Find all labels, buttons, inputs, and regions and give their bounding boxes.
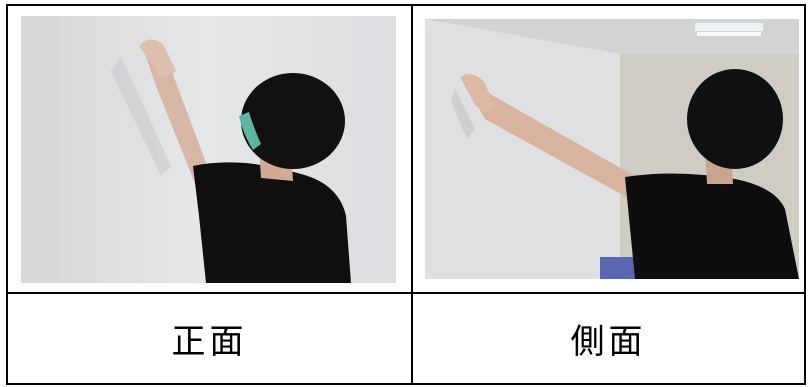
table-border-center [411, 4, 413, 385]
table-border-middle [6, 292, 806, 294]
table-border-bottom [6, 383, 806, 385]
front-view-photo [21, 16, 396, 283]
table-border-right [804, 4, 806, 385]
table-border-left [6, 4, 8, 385]
caption-side: 側面 [570, 322, 647, 362]
side-view-photo [425, 19, 799, 279]
caption-front: 正面 [171, 322, 248, 362]
table-border-top [6, 4, 806, 6]
